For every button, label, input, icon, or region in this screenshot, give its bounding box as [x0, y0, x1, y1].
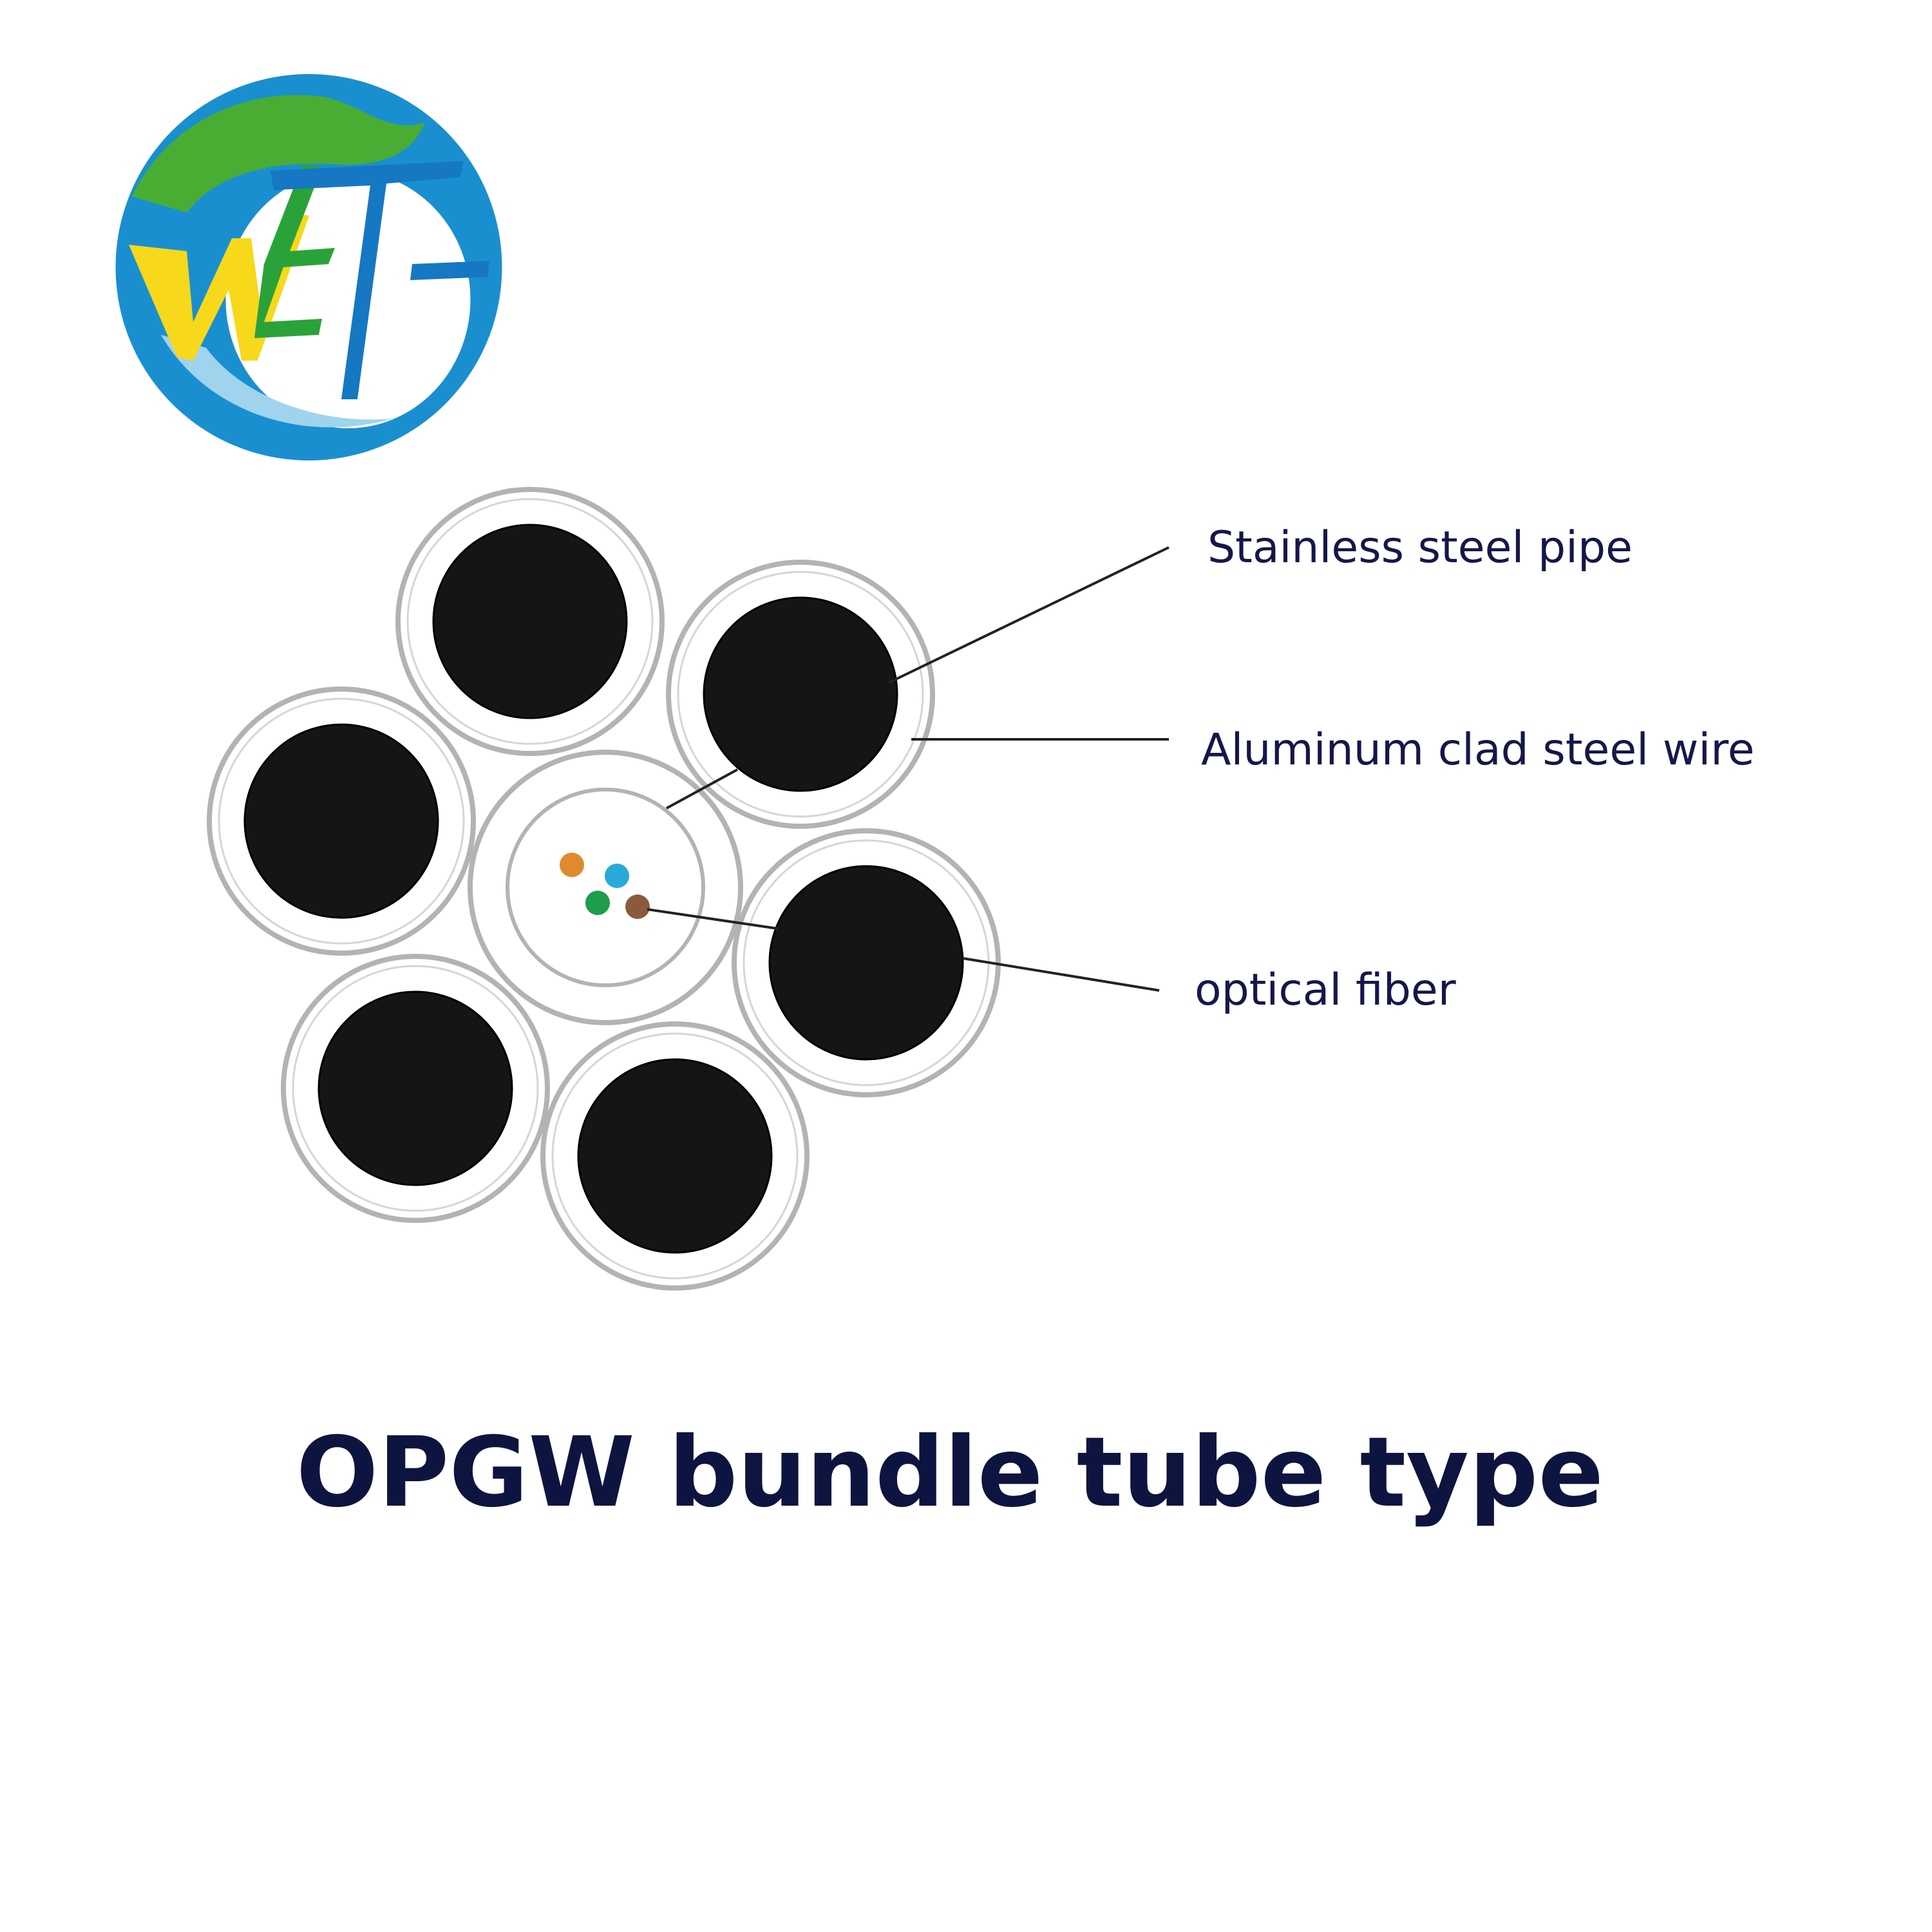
optical-fibers	[560, 853, 650, 919]
leader-line-optical-fiber	[962, 957, 1160, 992]
logo-letter-t	[270, 161, 464, 399]
steel-wire-inner-ring-1	[406, 498, 654, 745]
leader-lines	[647, 546, 1170, 992]
steel-wire-core-3	[243, 723, 439, 919]
steel-wire-inner-ring-5	[292, 965, 539, 1212]
optical-fiber-1	[560, 853, 584, 877]
wet-logo	[115, 74, 502, 460]
steel-wire-core-4	[768, 865, 964, 1061]
central-pipe-inner-ring	[506, 788, 705, 987]
optical-fiber-3	[585, 891, 610, 915]
steel-wire-inner-ring-6	[551, 1032, 799, 1280]
central-stainless-steel-pipe	[468, 750, 743, 1025]
label-optical-fiber: optical fiber	[1195, 965, 1456, 1016]
logo-dash	[410, 261, 489, 280]
logo-green-swoosh	[132, 95, 425, 213]
steel-wire-core-1	[432, 524, 628, 719]
label-aluminum-clad-steel-wire: Aluminum clad steel wire	[1201, 724, 1755, 775]
leader-line-fiber-inner	[647, 908, 779, 930]
steel-wire-inner-ring-2	[677, 571, 924, 818]
leader-line-pipe-inner	[666, 768, 738, 810]
logo-letter-e	[254, 164, 335, 338]
leader-line-stainless-steel-pipe	[888, 546, 1170, 684]
steel-wire-core-6	[577, 1058, 773, 1254]
cable-strands	[207, 487, 1001, 1291]
steel-wire-inner-ring-3	[218, 697, 465, 945]
optical-fiber-4	[625, 895, 650, 919]
steel-wire-core-5	[317, 990, 513, 1186]
diagram-title: OPGW bundle tube type	[296, 1417, 1604, 1529]
label-stainless-steel-pipe: Stainless steel pipe	[1208, 522, 1633, 573]
optical-fiber-2	[605, 864, 629, 888]
steel-wire-core-2	[703, 596, 898, 792]
